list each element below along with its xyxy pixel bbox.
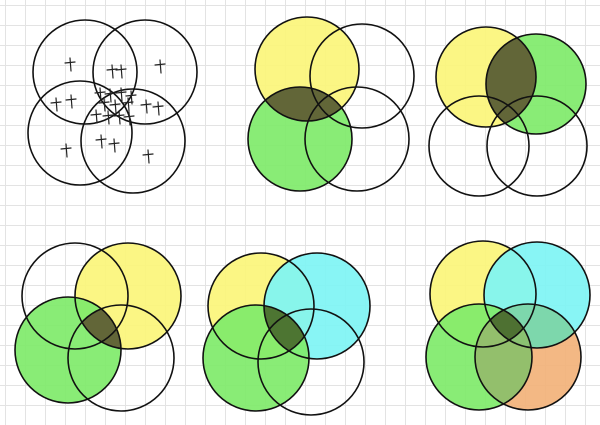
- tally-mark-horizontal: [122, 101, 134, 104]
- tally-mark-horizontal: [109, 103, 121, 106]
- tally-mark-horizontal: [140, 103, 152, 106]
- tally-mark-vertical: [114, 99, 117, 114]
- venn-4-tally-marks-group: [27, 19, 198, 194]
- bottom-right-circle-outline: [304, 86, 410, 192]
- overlap-region-2: [484, 304, 532, 347]
- tally-mark-horizontal: [152, 105, 164, 108]
- tally-mark-vertical: [55, 97, 58, 112]
- overlap-region-0: [486, 34, 536, 127]
- tally-mark-horizontal: [108, 142, 120, 145]
- venn-4-four-colors-group: [425, 240, 591, 411]
- tally-mark-horizontal: [94, 91, 106, 94]
- tally-mark-vertical: [103, 97, 106, 112]
- top-right-circle-outline: [483, 241, 591, 349]
- tally-mark-horizontal: [102, 114, 114, 117]
- tally-mark-horizontal: [142, 153, 154, 156]
- tally-marks: [50, 57, 166, 164]
- bottom-right-circle-outline: [80, 88, 186, 194]
- bottom-right-circle-outline: [486, 95, 588, 197]
- tally-mark-vertical: [100, 134, 103, 149]
- top-right-circle-outline: [309, 23, 415, 129]
- tally-mark-vertical: [99, 87, 102, 102]
- overlap-region-0: [75, 305, 121, 349]
- tally-mark-vertical: [127, 97, 130, 112]
- tally-mark-vertical: [120, 87, 123, 102]
- bottom-left-circle-outline: [428, 95, 530, 197]
- tally-mark-vertical: [120, 64, 123, 79]
- top-left-circle-outline: [435, 26, 537, 128]
- tally-mark-horizontal: [65, 98, 77, 101]
- tally-mark-horizontal: [115, 68, 127, 71]
- tally-mark-vertical: [65, 143, 68, 158]
- tally-mark-horizontal: [125, 94, 137, 97]
- tally-mark-vertical: [111, 64, 114, 79]
- tally-mark-vertical: [128, 111, 131, 126]
- bottom-right-circle-outline: [474, 303, 582, 411]
- tally-mark-horizontal: [95, 138, 107, 141]
- top-right-circle-outline: [485, 33, 587, 135]
- top-left-circle-outline: [254, 16, 360, 122]
- tally-mark-horizontal: [50, 101, 62, 104]
- bottom-left-circle-outline: [27, 80, 133, 186]
- tally-mark-horizontal: [106, 68, 118, 71]
- tally-mark-vertical: [113, 138, 116, 153]
- tally-mark-vertical: [147, 149, 150, 164]
- venn-4-yellow-green-top-overlap-group: [428, 26, 588, 197]
- top-left-circle-outline: [32, 19, 138, 125]
- tally-mark-vertical: [109, 88, 112, 103]
- tally-mark-horizontal: [98, 101, 110, 104]
- tally-mark-horizontal: [113, 114, 125, 117]
- tally-mark-vertical: [70, 94, 73, 109]
- tally-mark-horizontal: [115, 91, 127, 94]
- bottom-left-circle-outline: [247, 86, 353, 192]
- tally-mark-vertical: [69, 57, 72, 72]
- venn-4-three-way-overlap-group: [14, 242, 182, 412]
- venn-4-yellow-green-overlap-group: [247, 16, 415, 192]
- top-left-circle-outline: [207, 252, 315, 360]
- top-left-circle-outline: [21, 242, 129, 350]
- tally-mark-horizontal: [60, 147, 72, 150]
- top-left-circle-outline: [429, 240, 537, 348]
- tally-mark-vertical: [157, 101, 160, 116]
- bottom-right-circle-outline: [257, 308, 365, 416]
- top-right-circle-outline: [74, 242, 182, 350]
- bottom-left-circle-outline: [202, 304, 310, 412]
- top-right-circle-outline: [92, 19, 198, 125]
- overlap-region-0: [264, 305, 309, 359]
- tally-mark-vertical: [107, 110, 110, 125]
- tally-mark-vertical: [159, 59, 162, 74]
- tally-mark-vertical: [145, 99, 148, 114]
- venn-4-three-colors-group: [202, 252, 371, 416]
- tally-mark-horizontal: [64, 61, 76, 64]
- tally-mark-vertical: [95, 109, 98, 124]
- bottom-left-circle-outline: [14, 296, 122, 404]
- tally-mark-horizontal: [123, 115, 135, 118]
- tally-mark-vertical: [118, 110, 121, 125]
- bottom-left-circle-outline: [425, 303, 533, 411]
- tally-mark-horizontal: [154, 63, 166, 66]
- tally-mark-horizontal: [104, 92, 116, 95]
- bottom-right-circle-outline: [67, 304, 175, 412]
- tally-mark-horizontal: [90, 113, 102, 116]
